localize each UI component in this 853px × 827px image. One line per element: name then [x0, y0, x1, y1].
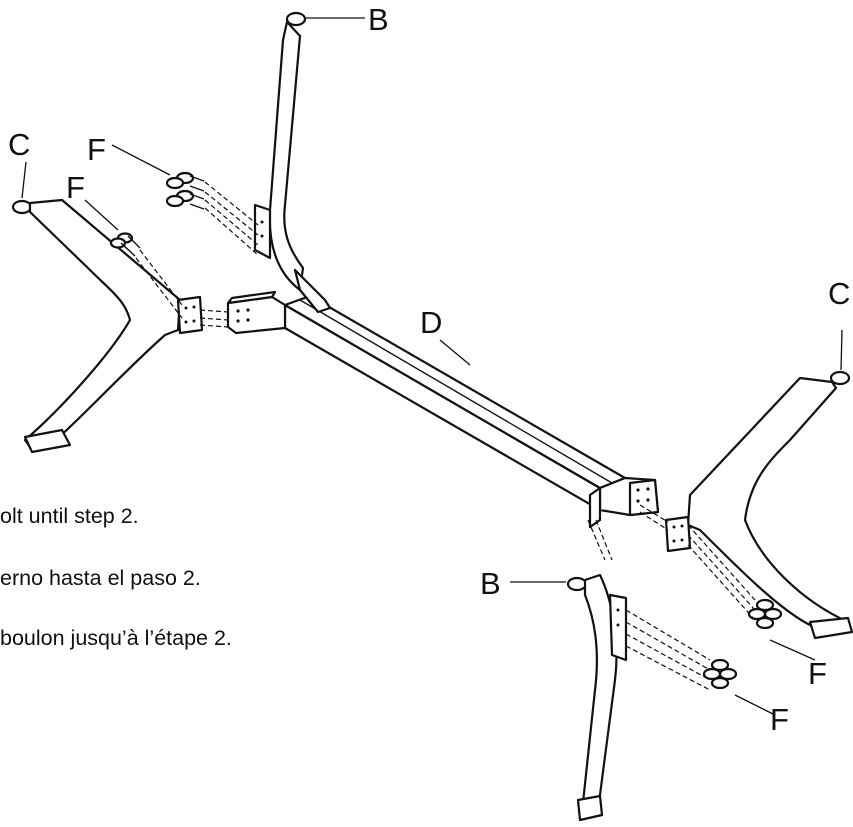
- bolts-f-left: [109, 232, 229, 328]
- bolts-f-top: [165, 171, 259, 256]
- label-c-left: C: [8, 127, 30, 162]
- leg-c-right: [664, 370, 853, 640]
- leg-b-top: [253, 11, 332, 314]
- bolts-f-right-upper: [639, 504, 783, 630]
- leg-c-left: [11, 198, 204, 454]
- label-b-bottom: B: [480, 566, 501, 601]
- label-b-top: B: [368, 2, 389, 37]
- beam-d: [226, 290, 660, 529]
- label-c-right: C: [828, 276, 850, 311]
- instruction-note-spanish: erno hasta el paso 2.: [0, 566, 201, 590]
- label-f-top: F: [87, 132, 106, 167]
- label-f-left: F: [66, 170, 85, 205]
- right-bracket-holes: [636, 487, 650, 503]
- instruction-note-english: olt until step 2.: [0, 504, 139, 528]
- leg-b-bottom: [566, 573, 628, 822]
- bolts-f-right-lower: [587, 519, 738, 691]
- leader-lines: [21, 17, 843, 716]
- label-f-right-lower: F: [770, 702, 789, 737]
- left-bracket-holes: [236, 308, 250, 323]
- instruction-note-french: boulon jusqu’à l’étape 2.: [0, 626, 232, 650]
- label-d: D: [420, 305, 442, 340]
- label-f-right-upper: F: [808, 656, 827, 691]
